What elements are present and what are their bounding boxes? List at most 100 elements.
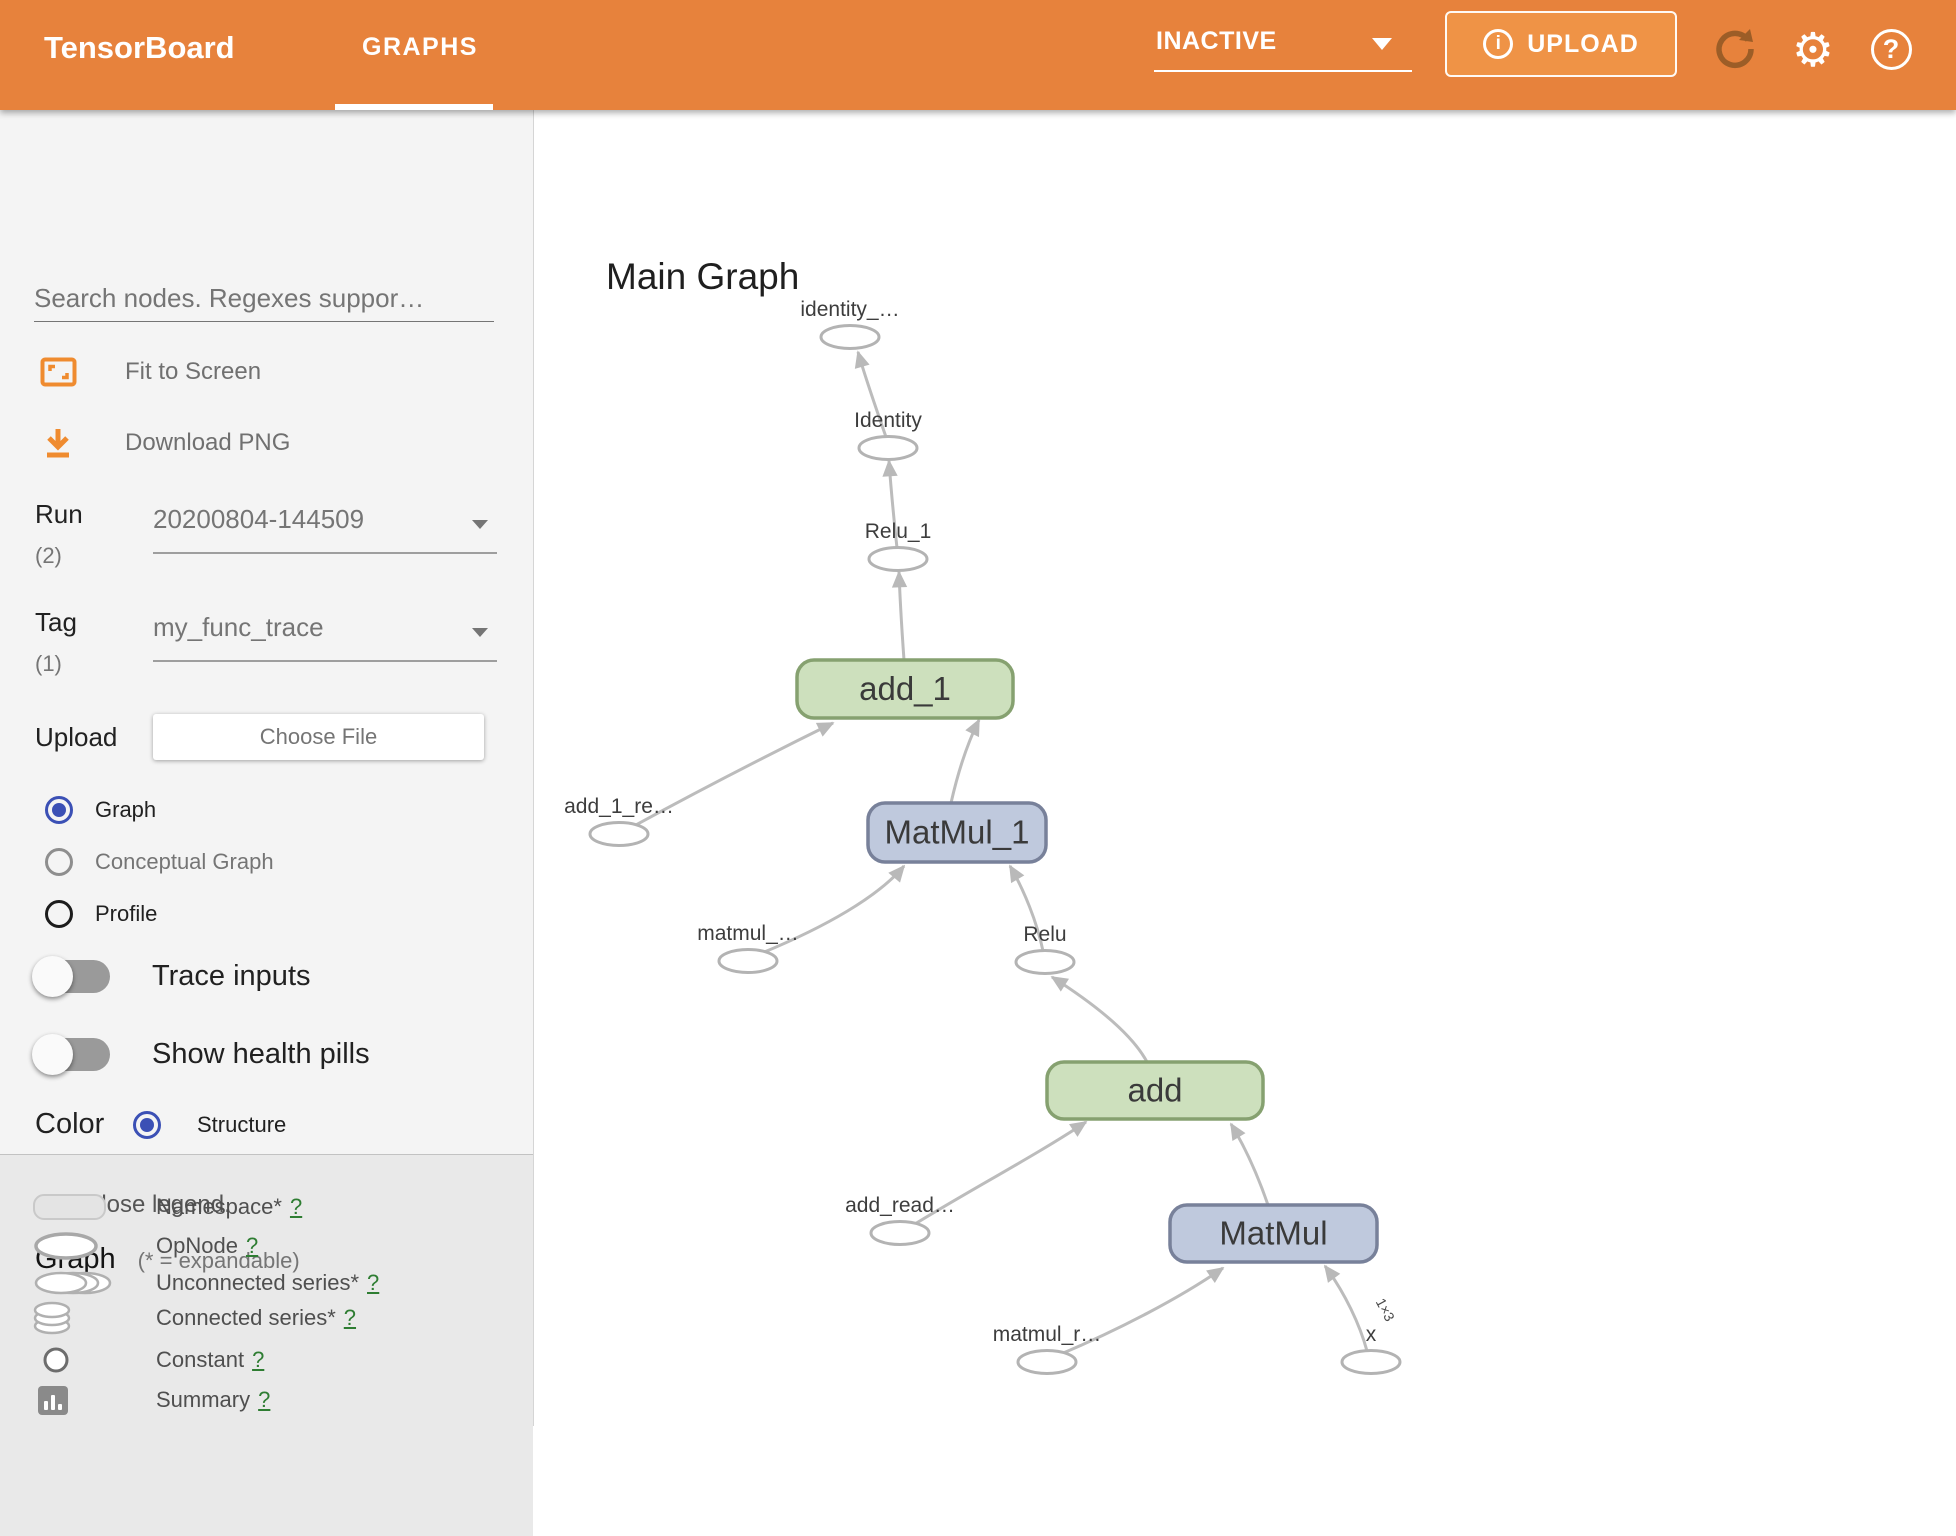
page-title: Main Graph <box>606 256 800 297</box>
graph-node-add_1_re[interactable] <box>588 821 650 847</box>
graph-node-label-MatMul: MatMul <box>1219 1215 1327 1252</box>
refresh-button[interactable] <box>1710 24 1760 74</box>
graph-node-MatMul_1[interactable] <box>866 801 1048 864</box>
graph-node-Relu[interactable] <box>1014 949 1076 975</box>
graph-edge <box>1060 1266 1225 1356</box>
upload-button[interactable]: i UPLOAD <box>1445 11 1677 77</box>
toggle-knob <box>32 956 73 997</box>
graph-edge <box>761 864 906 955</box>
graph-node-add[interactable] <box>1045 1060 1265 1121</box>
connected-series-icon <box>33 1301 71 1335</box>
graph-node-matmul_[interactable] <box>717 948 779 974</box>
graph-node-label-identity_out: identity_… <box>800 298 899 321</box>
help-link[interactable]: ? <box>289 1194 303 1219</box>
graph-node-label-matmul_: matmul_… <box>697 922 799 945</box>
legend-item-unconnected-series: Unconnected series*? <box>0 1263 533 1303</box>
graph-node-matmul_r[interactable] <box>1016 1349 1078 1375</box>
tab-graphs[interactable]: GRAPHS <box>362 33 478 61</box>
help-link[interactable]: ? <box>252 1347 265 1372</box>
toggle-knob <box>32 1034 73 1075</box>
download-png-button[interactable]: Download PNG <box>40 427 290 459</box>
color-by-label: Color <box>35 1108 105 1140</box>
graph-node-identity_out[interactable] <box>819 324 881 350</box>
constant-icon <box>43 1347 69 1373</box>
run-select[interactable]: 20200804-144509 <box>153 504 365 534</box>
refresh-icon <box>1716 29 1754 69</box>
legend-item-connected-series: Connected series*? <box>0 1298 533 1338</box>
radio-graph-control[interactable] <box>45 796 73 824</box>
graph-node-label-Identity: Identity <box>854 409 922 432</box>
graph-edge <box>1050 975 1149 1063</box>
run-select-underline <box>153 552 497 554</box>
graph-node-Identity[interactable] <box>857 435 919 461</box>
legend-label: Summary <box>156 1387 251 1412</box>
radio-conceptual-graph[interactable]: Conceptual Graph <box>45 848 274 876</box>
graph-node-label-add_1_re: add_1_re… <box>564 795 674 818</box>
help-link[interactable]: ? <box>245 1233 259 1258</box>
status-dropdown-underline <box>1154 70 1412 72</box>
graph-node-label-MatMul_1: MatMul_1 <box>885 814 1030 851</box>
status-dropdown-value: INACTIVE <box>1156 27 1277 55</box>
namespace-icon <box>33 1194 106 1220</box>
radio-conceptual-graph-label: Conceptual Graph <box>95 849 274 874</box>
graph-node-label-add_read: add_read… <box>845 1194 955 1217</box>
legend-panel: Close legend. Graph (* = expandable) Nam… <box>0 1154 533 1536</box>
graph-node-label-matmul_r: matmul_r… <box>993 1323 1102 1346</box>
app-logo: TensorBoard <box>44 30 235 65</box>
status-dropdown[interactable]: INACTIVE <box>1154 0 1414 110</box>
help-link[interactable]: ? <box>367 1270 380 1295</box>
info-icon: i <box>1483 29 1514 59</box>
download-png-label: Download PNG <box>125 429 291 456</box>
choose-file-button[interactable]: Choose File <box>153 714 484 760</box>
legend-heading-note: (* = expandable) <box>137 1248 300 1273</box>
search-input[interactable] <box>34 276 494 322</box>
help-button[interactable]: ? <box>1866 24 1916 74</box>
close-legend-label: Close legend. <box>84 1191 231 1218</box>
show-health-pills-toggle[interactable]: Show health pills <box>32 1034 370 1075</box>
fit-to-screen-button[interactable]: Fit to Screen <box>40 357 261 387</box>
close-legend-button[interactable]: Close legend. <box>44 1191 231 1219</box>
graph-node-MatMul[interactable] <box>1168 1203 1379 1264</box>
graph-node-label-add_1: add_1 <box>859 670 951 707</box>
graph-node-x[interactable] <box>1340 1349 1402 1375</box>
chevron-down-icon <box>1372 38 1392 50</box>
help-link[interactable]: ? <box>258 1387 271 1412</box>
download-icon <box>47 429 69 458</box>
tag-count: (1) <box>35 651 62 676</box>
gear-icon: ⚙ <box>1791 22 1835 76</box>
tag-select[interactable]: my_func_trace <box>153 612 324 642</box>
legend-label: OpNode <box>156 1233 238 1258</box>
show-health-pills-toggle-track[interactable] <box>32 1034 110 1075</box>
app-header: TensorBoard GRAPHS INACTIVE i UPLOAD ⚙ ? <box>0 0 1956 110</box>
tag-select-caret-icon[interactable] <box>472 628 488 637</box>
settings-button[interactable]: ⚙ <box>1788 24 1838 74</box>
trace-inputs-toggle[interactable]: Trace inputs <box>32 956 311 997</box>
graph-node-add_read[interactable] <box>869 1220 931 1246</box>
edge-shape-label: 1×3 <box>1373 1295 1398 1324</box>
graph-node-add_1[interactable] <box>795 658 1015 720</box>
tag-select-underline <box>153 660 497 662</box>
summary-icon <box>38 1385 68 1415</box>
graph-edge <box>1323 1264 1369 1352</box>
radio-conceptual-graph-control[interactable] <box>45 848 73 876</box>
radio-graph[interactable]: Graph <box>45 796 156 824</box>
legend-label: Constant <box>156 1347 245 1372</box>
trace-inputs-toggle-track[interactable] <box>32 956 110 997</box>
color-by-row: Color Structure <box>35 1108 286 1141</box>
graph-node-label-Relu_1: Relu_1 <box>865 520 932 543</box>
radio-profile-control[interactable] <box>45 900 73 928</box>
radio-structure-label: Structure <box>197 1111 287 1137</box>
help-link[interactable]: ? <box>343 1305 357 1330</box>
graph-node-Relu_1[interactable] <box>867 546 929 572</box>
legend-label: Connected series* <box>156 1305 336 1330</box>
legend-item-constant: Constant? <box>0 1340 533 1380</box>
sidebar: Fit to Screen Download PNG Run (2) 20200… <box>0 110 534 1536</box>
graph-edge <box>1008 864 1045 952</box>
graph-node-label-add: add <box>1127 1072 1182 1109</box>
radio-structure-control[interactable] <box>133 1110 161 1139</box>
legend-label: Namespace* <box>156 1194 282 1219</box>
run-select-caret-icon[interactable] <box>472 520 488 529</box>
radio-profile[interactable]: Profile <box>45 900 157 928</box>
